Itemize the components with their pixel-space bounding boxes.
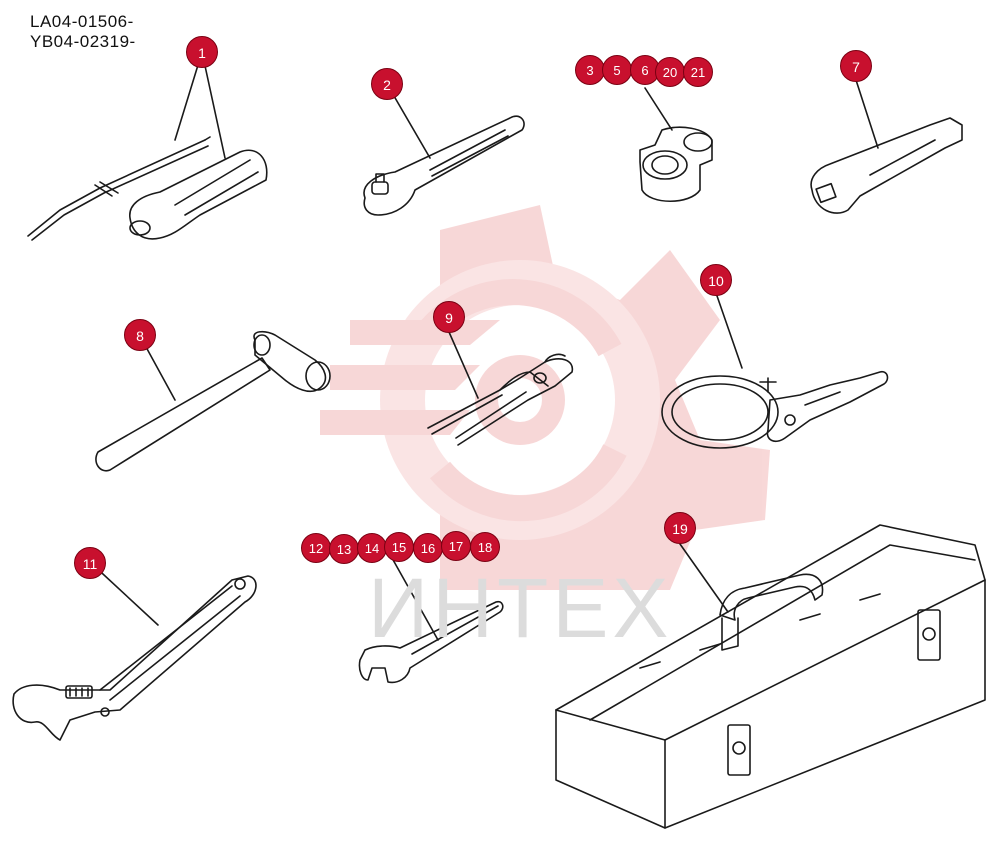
callout-16[interactable]: 16 [413,533,443,563]
callout-3[interactable]: 3 [575,55,605,85]
ratchet-handle [363,115,525,216]
gear-logo-icon [320,205,770,590]
callout-18[interactable]: 18 [470,532,500,562]
callout-5[interactable]: 5 [602,55,632,85]
part-code-1: LA04-01506- [30,12,134,31]
callout-7[interactable]: 7 [840,50,872,82]
callout-17[interactable]: 17 [441,531,471,561]
callout-21[interactable]: 21 [683,57,713,87]
open-end-wrench [358,600,504,684]
callout-2[interactable]: 2 [371,68,403,100]
toolbox [555,524,986,829]
part-codes: LA04-01506- YB04-02319- [30,12,136,52]
socket [639,126,713,202]
callout-1[interactable]: 1 [186,36,218,68]
callout-9[interactable]: 9 [433,301,465,333]
leader-wrench [391,557,439,641]
filter-wrench [661,370,889,449]
leader-9 [448,331,479,399]
callout-11[interactable]: 11 [74,547,106,579]
callout-20[interactable]: 20 [655,57,685,87]
callout-13[interactable]: 13 [329,534,359,564]
callout-19[interactable]: 19 [664,512,696,544]
leader-7 [855,79,879,149]
watermark-text: ИНТЕХ [368,561,673,655]
hammer [95,330,331,472]
screwdriver [27,136,268,241]
callout-14[interactable]: 14 [357,533,387,563]
pliers [427,353,574,446]
callout-12[interactable]: 12 [301,533,331,563]
extension-bar [810,117,963,214]
callout-10[interactable]: 10 [700,264,732,296]
callout-8[interactable]: 8 [124,319,156,351]
leader-19 [679,543,729,613]
callout-15[interactable]: 15 [384,532,414,562]
leader-10 [715,292,743,369]
adjustable-wrench [12,575,257,741]
part-code-2: YB04-02319- [30,32,136,51]
leader-socket [644,87,673,131]
